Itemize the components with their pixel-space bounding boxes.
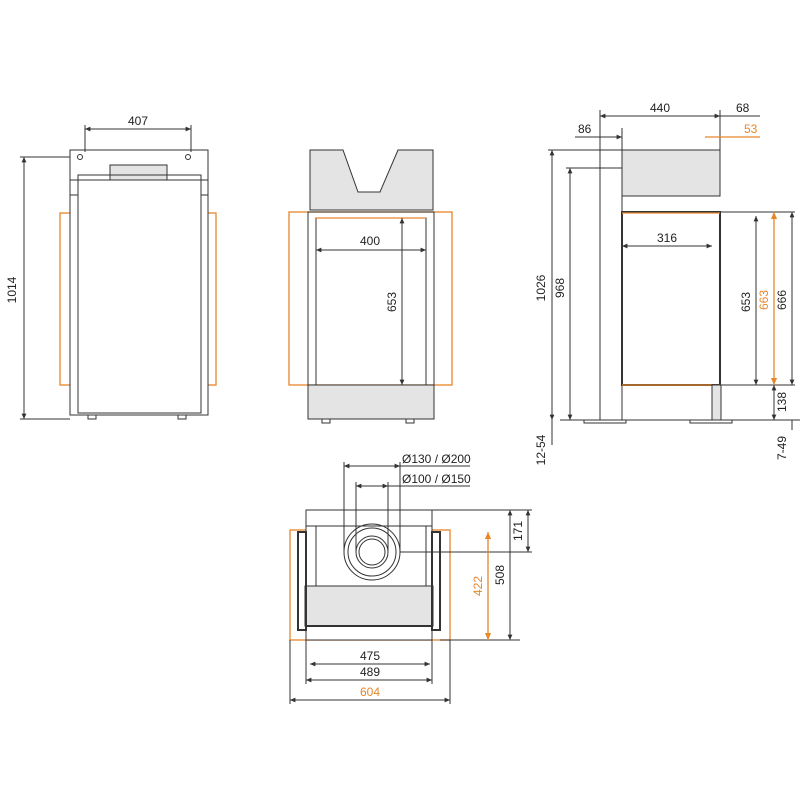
top-dim-604-label: 604 [360,685,380,699]
side-dim-53-label: 53 [744,122,758,136]
section-height-label: 653 [385,292,399,312]
side-top-housing [621,149,721,197]
section-width-label: 400 [360,234,380,248]
section-base [307,384,435,420]
front-height-label: 1014 [5,276,19,303]
section-view: 400 653 [288,149,453,424]
side-depth-440-label: 440 [650,101,670,115]
side-view: 440 68 86 53 316 1026 968 12-54 653 663 … [534,101,800,465]
side-foot [711,384,722,421]
flue-inner-label: Ø100 / Ø150 [402,472,471,486]
top-dim-171-label: 171 [511,521,525,541]
side-dim-7-49-label: 7-49 [775,436,789,460]
front-view: 407 1014 [5,114,217,420]
top-dim-422-label: 422 [471,576,485,596]
top-dim-489-label: 489 [360,665,380,679]
side-rear-panel [599,149,623,421]
side-dim-666-label: 666 [775,290,789,310]
side-dim-968-label: 968 [553,278,567,298]
front-width-label: 407 [128,114,148,128]
section-top-housing [309,149,434,211]
side-dim-653-label: 653 [739,292,753,312]
front-top-plate [109,164,168,181]
front-outer-body [69,149,209,416]
top-front-sill [304,585,434,627]
side-dim-86-label: 86 [578,122,592,136]
side-dim-138-label: 138 [775,392,789,412]
side-dim-316-label: 316 [657,231,677,245]
top-dim-508-label: 508 [493,565,507,585]
side-dim-68-label: 68 [736,101,750,115]
top-view: Ø130 / Ø200 Ø100 / Ø150 171 508 422 475 … [289,452,532,704]
flue-outer-label: Ø130 / Ø200 [402,452,471,466]
top-dim-475-label: 475 [360,649,380,663]
front-inner-panel [77,174,202,414]
side-dim-12-54-label: 12-54 [534,434,548,465]
side-dim-663-label: 663 [757,290,771,310]
side-dim-1026-label: 1026 [534,274,548,301]
